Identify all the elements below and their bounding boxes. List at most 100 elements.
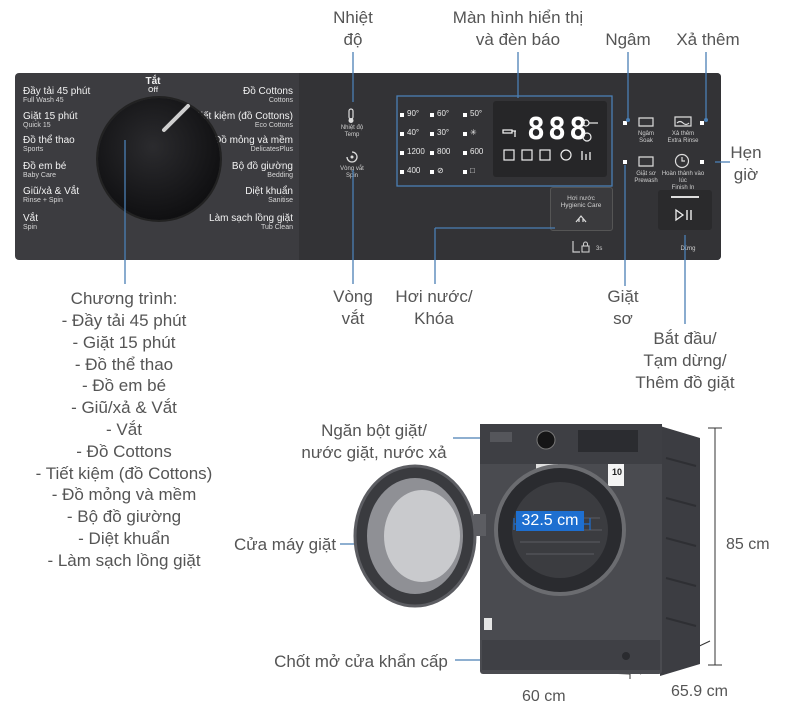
callout-emergency-latch: Chốt mở cửa khẩn cấp <box>274 652 448 671</box>
spin-icon <box>346 151 358 163</box>
washing-machine-illustration <box>353 424 700 676</box>
prewash-indicator-light <box>623 160 627 164</box>
callout-soak: Ngâm <box>605 30 651 49</box>
soak-indicator-light <box>623 121 627 125</box>
stop-label: Dừng <box>680 246 696 252</box>
program-dial-knob[interactable] <box>98 98 220 220</box>
program-list-item: - Diệt khuẩn <box>78 529 170 548</box>
indicator-dot <box>430 170 434 174</box>
indicator-value: 600 <box>470 147 484 156</box>
water-tap-icon <box>502 129 516 137</box>
indicator-value: 50° <box>470 109 483 118</box>
indicator-dot <box>400 151 404 155</box>
callout-extra-rinse: Xả thêm <box>676 30 740 49</box>
program-list-item: - Tiết kiệm (đồ Cottons) <box>35 463 213 483</box>
indicator-dot <box>400 132 404 136</box>
indicator-value: ✳ <box>470 128 477 137</box>
steam-icon <box>575 215 587 223</box>
program-list-item: - Đầy tải 45 phút <box>61 311 187 330</box>
indicator-dot <box>430 113 434 117</box>
callout-start: Bắt đầu/ Tạm dừng/ Thêm đồ giặt <box>635 329 735 392</box>
indicator-value: □ <box>470 166 475 175</box>
dial-pointer <box>162 104 190 132</box>
height-dimension: 85 cm <box>726 536 770 553</box>
program-list-item: - Giặt 15 phút <box>72 332 176 352</box>
indicator-dot <box>430 151 434 155</box>
start-indicator-bar <box>671 196 699 198</box>
callout-prewash: Giặt sơ <box>607 287 639 328</box>
indicator-value: 40° <box>407 128 420 137</box>
callout-detergent: Ngăn bột giặt/ nước giặt, nước xả <box>301 421 447 462</box>
steam-button[interactable] <box>550 187 613 231</box>
indicator-dot <box>400 113 404 117</box>
indicator-dot <box>463 151 467 155</box>
indicator-value: 800 <box>437 147 451 156</box>
program-list-item: - Đồ mỏng và mềm <box>51 485 197 505</box>
indicator-dot <box>463 132 467 136</box>
prewash-icon <box>638 156 654 167</box>
indicator-value: 90° <box>407 109 420 118</box>
indicator-dot <box>463 170 467 174</box>
indicator-value: 400 <box>407 166 421 175</box>
indicator-value: 1200 <box>407 147 425 156</box>
depth-dimension: 65.9 cm <box>671 683 728 700</box>
energy-badge: 10 <box>611 467 622 477</box>
callout-display: Màn hình hiển thị và đèn báo <box>452 8 584 49</box>
lcd-display <box>493 101 607 177</box>
soak-icon <box>638 117 654 127</box>
lock-duration: 3s <box>596 246 603 252</box>
play-pause-icon <box>675 208 692 222</box>
program-list-item: - Vắt <box>106 420 142 439</box>
callout-temperature: Nhiệt độ <box>333 8 373 49</box>
indicator-value: ⊘ <box>437 166 444 175</box>
callout-steam-lock: Hơi nước/ Khóa <box>395 287 473 328</box>
thermometer-icon <box>348 108 354 123</box>
extra-rinse-icon <box>674 116 692 127</box>
delay-indicator-light <box>700 160 704 164</box>
door-diameter-label: 32.5 cm <box>516 511 584 531</box>
program-list-item: - Làm sạch lồng giặt <box>47 550 201 570</box>
clock-small-icon <box>582 132 592 142</box>
program-list-item: - Giũ/xả & Vắt <box>71 398 177 418</box>
indicator-value: 60° <box>437 109 450 118</box>
clock-icon <box>674 153 690 169</box>
program-list-item: - Đồ Cottons <box>76 441 172 461</box>
indicator-value: 30° <box>437 128 450 137</box>
callout-delay: Hẹn giờ <box>730 143 762 184</box>
program-label-right[interactable]: Tiết kiệm (đồ Cottons)Eco Cottons <box>195 111 293 129</box>
lock-icon <box>572 241 590 253</box>
extra-rinse-indicator-light <box>700 121 704 125</box>
width-dimension: 60 cm <box>522 688 566 705</box>
key-icon <box>582 119 598 127</box>
callout-spin: Vòng vắt <box>333 287 373 328</box>
status-icons-row <box>503 149 591 161</box>
callout-door: Cửa máy giặt <box>233 535 337 554</box>
program-list-item: - Đồ thể thao <box>74 354 174 374</box>
display-digits: 888 <box>527 112 591 147</box>
callout-programs-title: Chương trình: <box>70 289 178 308</box>
program-list-item: - Bộ đồ giường <box>66 507 182 527</box>
indicator-dot <box>430 132 434 136</box>
indicator-dot <box>400 170 404 174</box>
program-list-item: - Đồ em bé <box>81 376 167 396</box>
indicator-dot <box>463 113 467 117</box>
